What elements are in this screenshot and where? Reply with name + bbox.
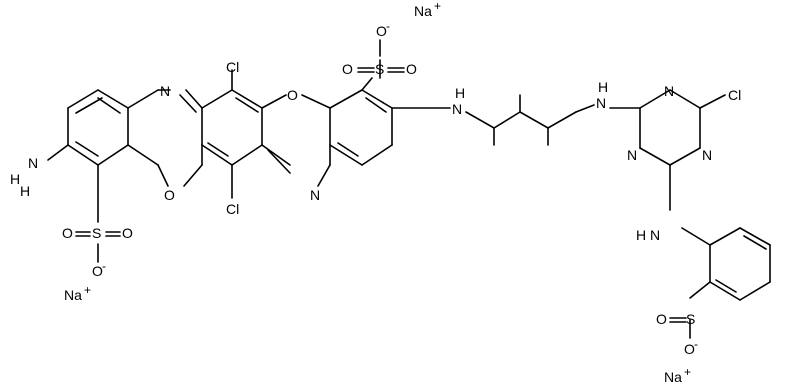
propyl-linker	[391, 94, 595, 146]
atom-n-6: N	[627, 147, 637, 163]
atom-o-5: O	[376, 23, 387, 39]
atom-o-1: O	[164, 187, 175, 203]
atom-o-6: O	[656, 311, 667, 327]
sulfonate-bottom	[669, 317, 691, 339]
benzene-bottom	[681, 227, 771, 301]
atom-h-amino-1: H	[10, 171, 20, 187]
charge-plus-1: +	[434, 0, 441, 13]
atom-cl-3: Cl	[728, 87, 741, 103]
charge-plus-2: +	[84, 283, 91, 297]
ring-c	[201, 69, 263, 199]
atom-o-9: O	[122, 225, 133, 241]
charge-minus-3: -	[102, 259, 106, 273]
atom-o-2: O	[287, 87, 298, 103]
sodium-ion-2: Na	[64, 287, 82, 303]
atom-h-amino-2: H	[20, 183, 30, 199]
triazine-ring	[609, 89, 726, 211]
atom-n-1: N	[160, 83, 170, 99]
sodium-ion-3: Na	[664, 369, 682, 385]
sulfonate-bottom-left	[75, 164, 121, 263]
atom-n-2: N	[310, 187, 320, 203]
sodium-ion-1: Na	[414, 3, 432, 19]
atom-s-3: S	[92, 225, 101, 241]
charge-minus-2: -	[694, 337, 698, 351]
atom-o-8: O	[62, 225, 73, 241]
charge-minus-1: -	[386, 19, 390, 33]
atom-n-3: N	[452, 101, 462, 117]
atom-o-10: O	[92, 263, 103, 279]
atom-n-7: N	[702, 147, 712, 163]
atom-cl-1: Cl	[226, 59, 239, 75]
atom-o-4: O	[406, 61, 417, 77]
atom-h-3: H	[455, 85, 465, 101]
atom-o-7: O	[684, 341, 695, 357]
ring-d	[261, 94, 331, 187]
ring-b	[127, 89, 203, 187]
ring-a	[67, 89, 129, 166]
ring-e	[329, 77, 393, 166]
amino-group	[47, 144, 69, 161]
atom-h-8: H	[636, 227, 646, 243]
charge-plus-3: +	[684, 365, 691, 379]
sulfonate-top	[357, 39, 405, 79]
atom-s-2: S	[686, 311, 695, 327]
atom-n-5: N	[664, 83, 674, 99]
atom-n-amino: N	[28, 155, 38, 171]
atom-n-8: N	[650, 227, 660, 243]
atom-s-1: S	[375, 61, 384, 77]
atom-n-4: N	[596, 95, 606, 111]
atom-o-3: O	[342, 61, 353, 77]
atom-h-4: H	[598, 79, 608, 95]
atom-cl-2: Cl	[226, 201, 239, 217]
